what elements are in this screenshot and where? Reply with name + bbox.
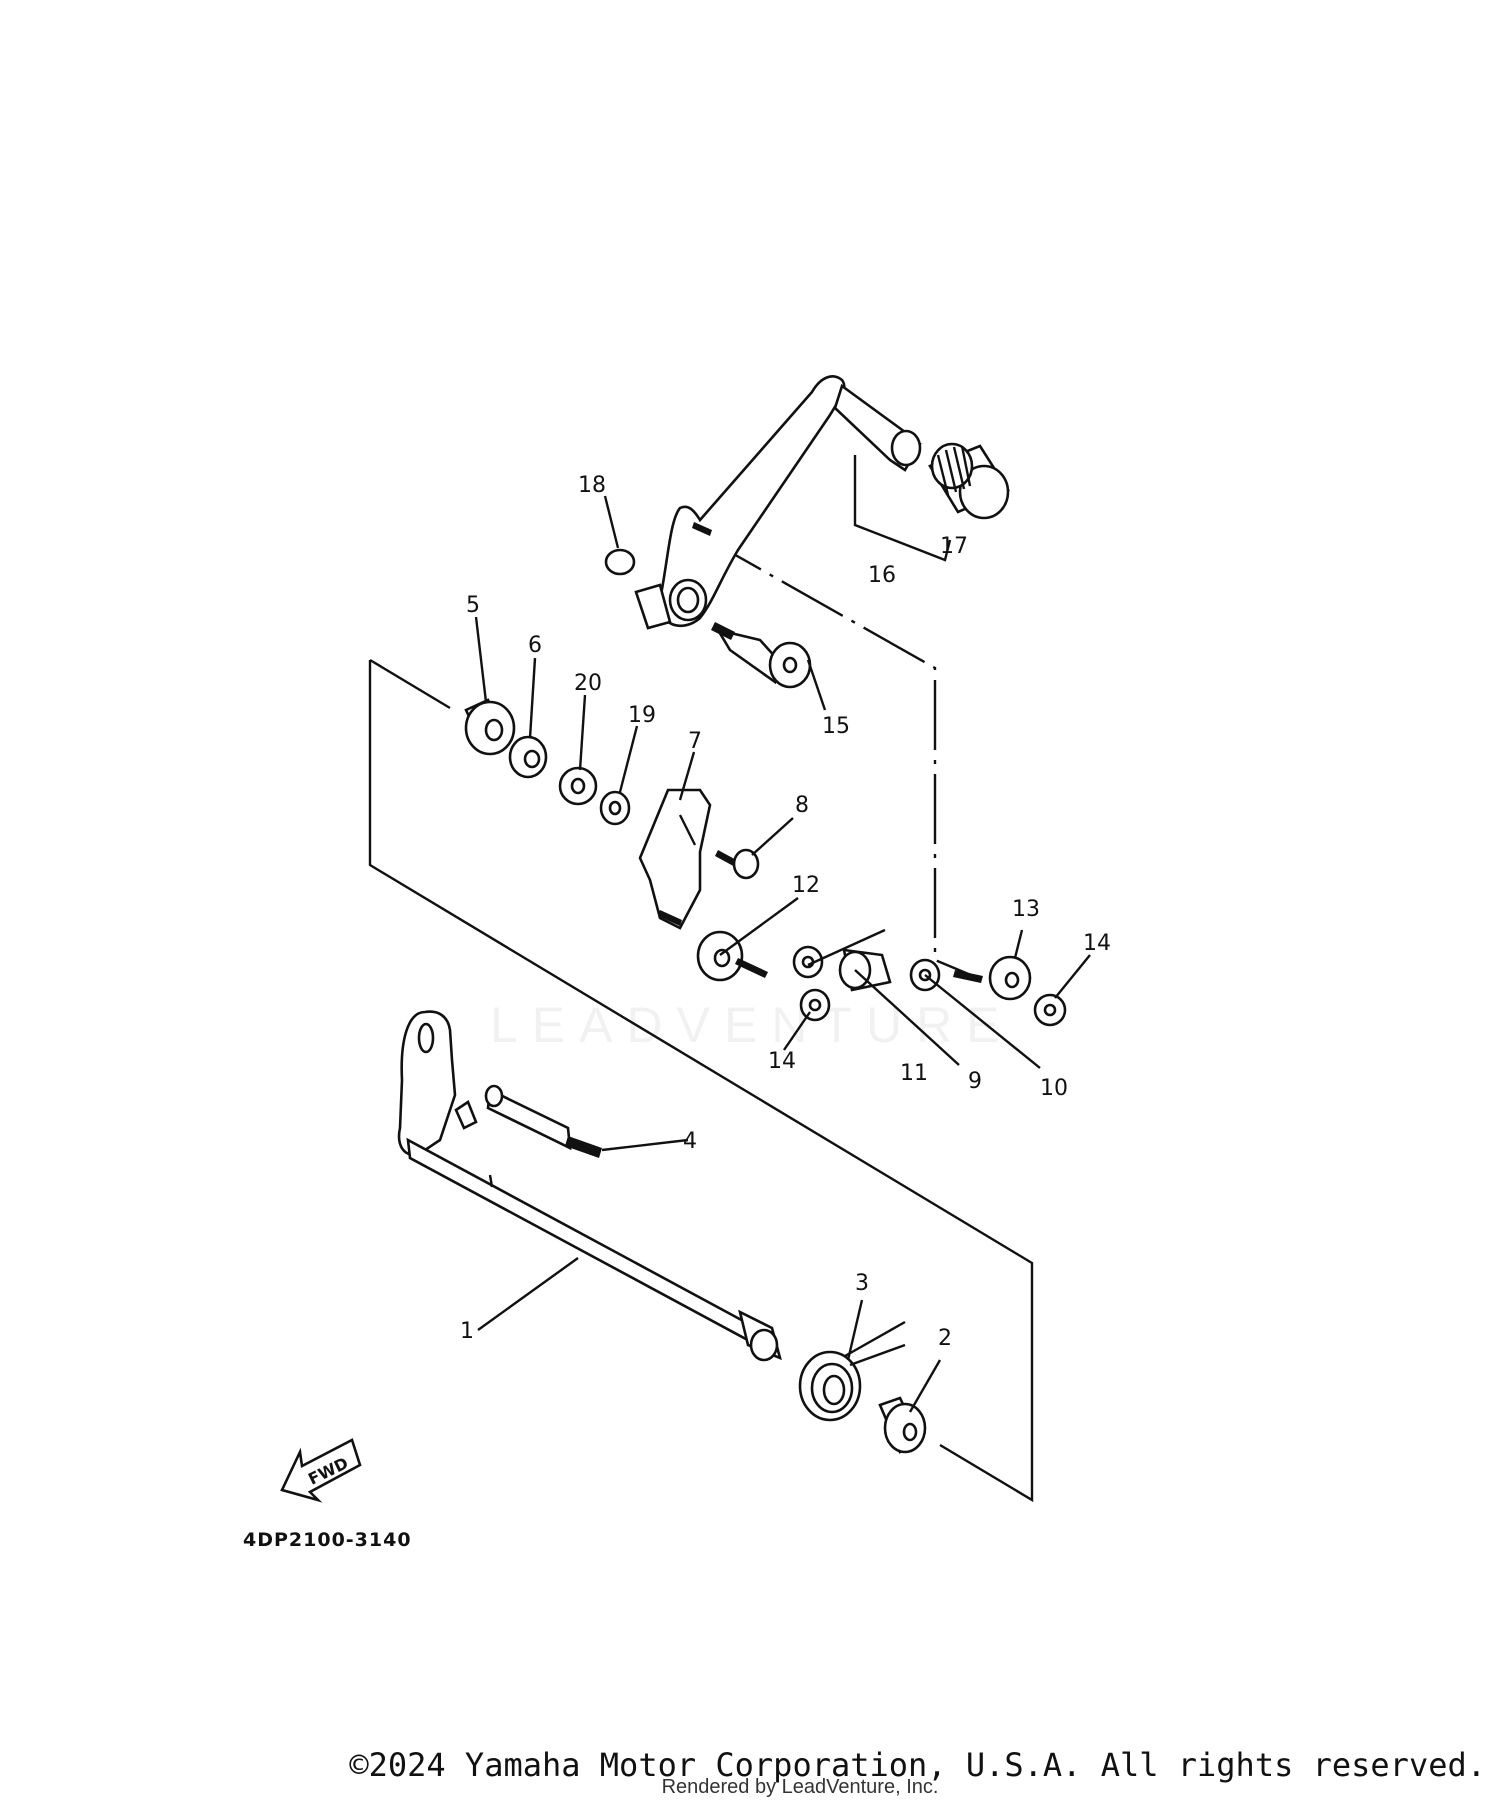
rendered-by-notice: Rendered by LeadVenture, Inc. — [661, 1776, 939, 1798]
part-15-pivot-bolt — [711, 622, 812, 689]
part-6-bushing — [508, 735, 548, 779]
part-17-pedal-rubber — [928, 442, 1010, 520]
callout-1: 1 — [460, 1319, 474, 1344]
callout-15: 15 — [822, 714, 850, 739]
part-4-stopper-shaft — [484, 1084, 602, 1158]
part-13-rod-end — [953, 955, 1032, 1001]
part-12-rod-end — [696, 930, 768, 982]
callout-5: 5 — [466, 593, 480, 618]
part-9-shift-rod — [838, 948, 892, 992]
part-3-return-spring — [798, 1320, 906, 1422]
part-20-washer — [558, 766, 598, 806]
callout-14-right: 14 — [1083, 931, 1111, 956]
part-2-collar — [878, 1396, 927, 1454]
callout-20: 20 — [574, 671, 602, 696]
assembly-outline — [368, 533, 1034, 1503]
callout-2: 2 — [938, 1326, 952, 1351]
leader-16-17 — [853, 455, 952, 562]
callout-16: 16 — [868, 563, 896, 588]
callout-6: 6 — [528, 633, 542, 658]
part-14-nut-a — [799, 988, 831, 1022]
callout-labels: 1 2 3 4 5 6 20 19 7 8 12 13 14 14 11 9 1… — [460, 473, 1111, 1351]
callout-7: 7 — [688, 729, 702, 754]
callout-8: 8 — [795, 793, 809, 818]
part-5-oil-seal — [464, 698, 516, 756]
part-14-nut-b — [1033, 993, 1067, 1027]
part-16-shift-pedal — [658, 375, 922, 628]
part-11-nut — [792, 945, 824, 979]
part-19-washer — [599, 790, 631, 826]
callout-17: 17 — [940, 534, 968, 559]
diagram-code: 4DP2100-3140 — [243, 1529, 412, 1551]
copyright-notice: ©2024 Yamaha Motor Corporation, U.S.A. A… — [349, 1746, 1486, 1784]
part-8-bolt — [715, 848, 760, 880]
callout-14-left: 14 — [768, 1049, 796, 1074]
callout-4: 4 — [683, 1129, 697, 1154]
part-1-shift-shaft — [397, 1010, 782, 1362]
callout-9: 9 — [968, 1069, 982, 1094]
callout-18: 18 — [578, 473, 606, 498]
part-7-shift-arm — [638, 788, 712, 930]
callout-10: 10 — [1040, 1076, 1068, 1101]
callout-12: 12 — [792, 873, 820, 898]
callout-13: 13 — [1012, 897, 1040, 922]
leader-lines — [474, 495, 1091, 1413]
callout-3: 3 — [855, 1271, 869, 1296]
callout-11: 11 — [900, 1061, 928, 1086]
part-18-washer — [604, 548, 672, 630]
fwd-arrow-icon: FWD — [280, 1438, 362, 1503]
callout-19: 19 — [628, 703, 656, 728]
